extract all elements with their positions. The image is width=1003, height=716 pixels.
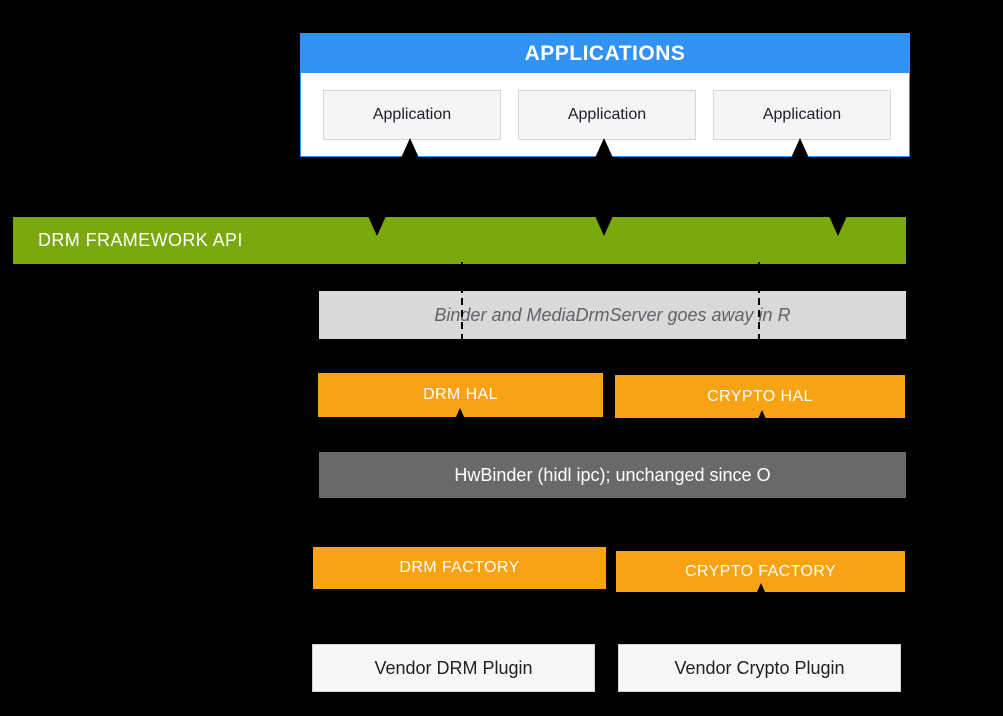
binder-note-bar: Binder and MediaDrmServer goes away in R <box>319 291 906 339</box>
hwbinder-bar: HwBinder (hidl ipc); unchanged since O <box>319 452 906 498</box>
vendor-drm-plugin-box: Vendor DRM Plugin <box>312 644 595 692</box>
crypto-hal-box: CRYPTO HAL <box>615 375 905 418</box>
application-box: Application <box>323 90 501 140</box>
drm-factory-box: DRM FACTORY <box>313 547 606 589</box>
application-box: Application <box>518 90 696 140</box>
drm-framework-api-label: DRM FRAMEWORK API <box>38 230 243 250</box>
vendor-crypto-plugin-box: Vendor Crypto Plugin <box>618 644 901 692</box>
application-box: Application <box>713 90 891 140</box>
crypto-factory-box: CRYPTO FACTORY <box>616 551 905 592</box>
drm-hal-box: DRM HAL <box>318 373 603 417</box>
drm-framework-api-bar: DRM FRAMEWORK API <box>13 217 906 264</box>
binder-note-label: Binder and MediaDrmServer goes away in R <box>434 304 791 325</box>
applications-header: APPLICATIONS <box>301 34 909 73</box>
applications-panel: APPLICATIONS Application Application App… <box>300 33 910 157</box>
